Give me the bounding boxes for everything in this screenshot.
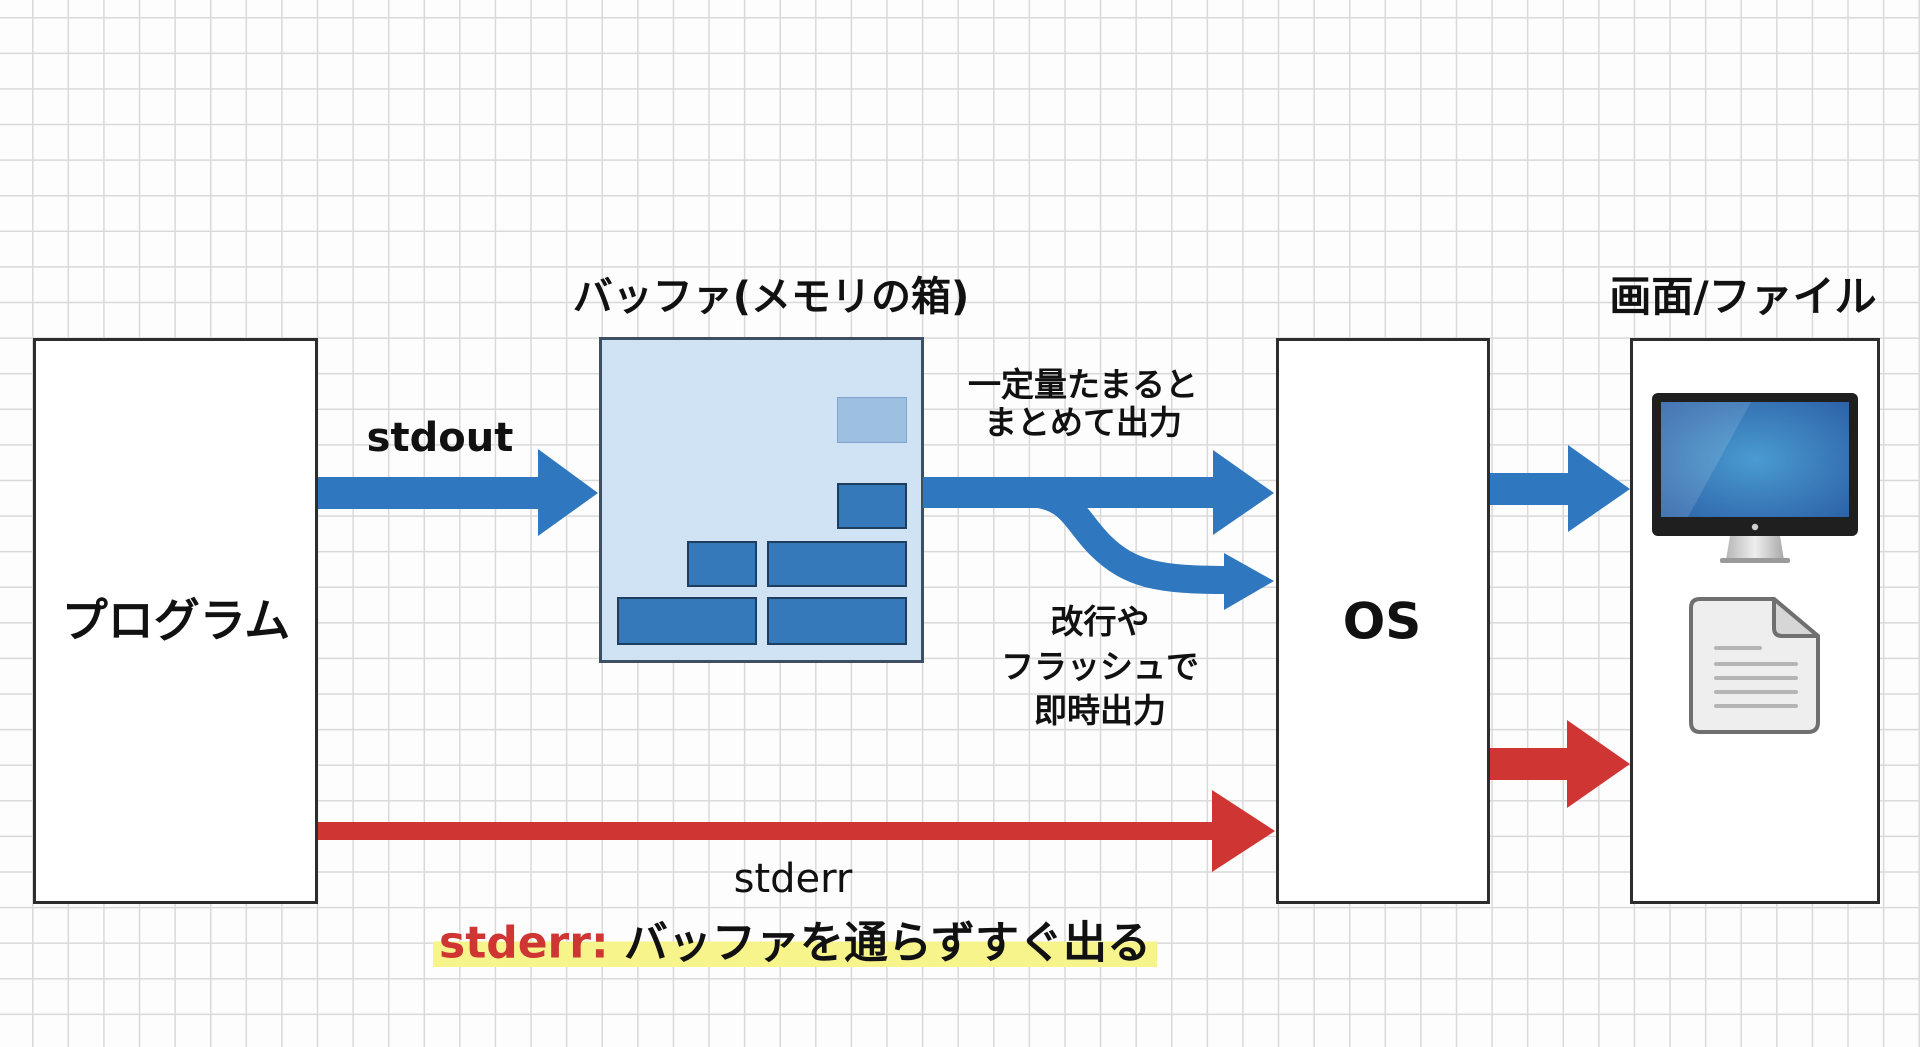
- stdout-arrow: [318, 449, 598, 536]
- stdout-label: stdout: [366, 415, 514, 461]
- program-label: プログラム: [61, 593, 291, 648]
- caption-text: バッファを通らずすぐ出る: [608, 917, 1151, 969]
- flush-line: フラッシュで: [1001, 646, 1199, 686]
- buffer-full-line: まとめて出力: [983, 403, 1182, 442]
- os-to-file-arrow: [1490, 720, 1630, 808]
- flush-arrow: [1024, 479, 1274, 610]
- buffer-block: [767, 541, 907, 587]
- buffer-full-label: 一定量たまると まとめて出力: [968, 366, 1198, 442]
- caption-prefix: stderr:: [439, 917, 609, 969]
- monitor-icon: [1652, 393, 1858, 563]
- buffer-block: [687, 541, 757, 587]
- flush-line: 即時出力: [1034, 691, 1166, 731]
- flush-line: 改行や: [1050, 602, 1150, 642]
- buffer-full-line: 一定量たまると: [967, 365, 1199, 405]
- stderr-arrow: [318, 790, 1275, 872]
- file-icon: [1689, 597, 1820, 734]
- buffer-title: バッファ(メモリの箱): [572, 274, 970, 320]
- buffer-block: [767, 597, 907, 645]
- os-box: [1276, 338, 1490, 904]
- buffer-block: [837, 483, 907, 529]
- buffer-block-pending: [837, 397, 907, 443]
- buffer-block: [617, 597, 757, 645]
- os-to-screen-arrow: [1490, 445, 1630, 532]
- caption: stderr: バッファを通らずすぐ出る: [433, 917, 1157, 970]
- os-label: OS: [1342, 592, 1422, 651]
- stderr-label: stderr: [733, 856, 853, 902]
- output-title: 画面/ファイル: [1609, 271, 1877, 321]
- flush-label: 改行や フラッシュで 即時出力: [1001, 600, 1199, 734]
- program-box: [33, 338, 318, 904]
